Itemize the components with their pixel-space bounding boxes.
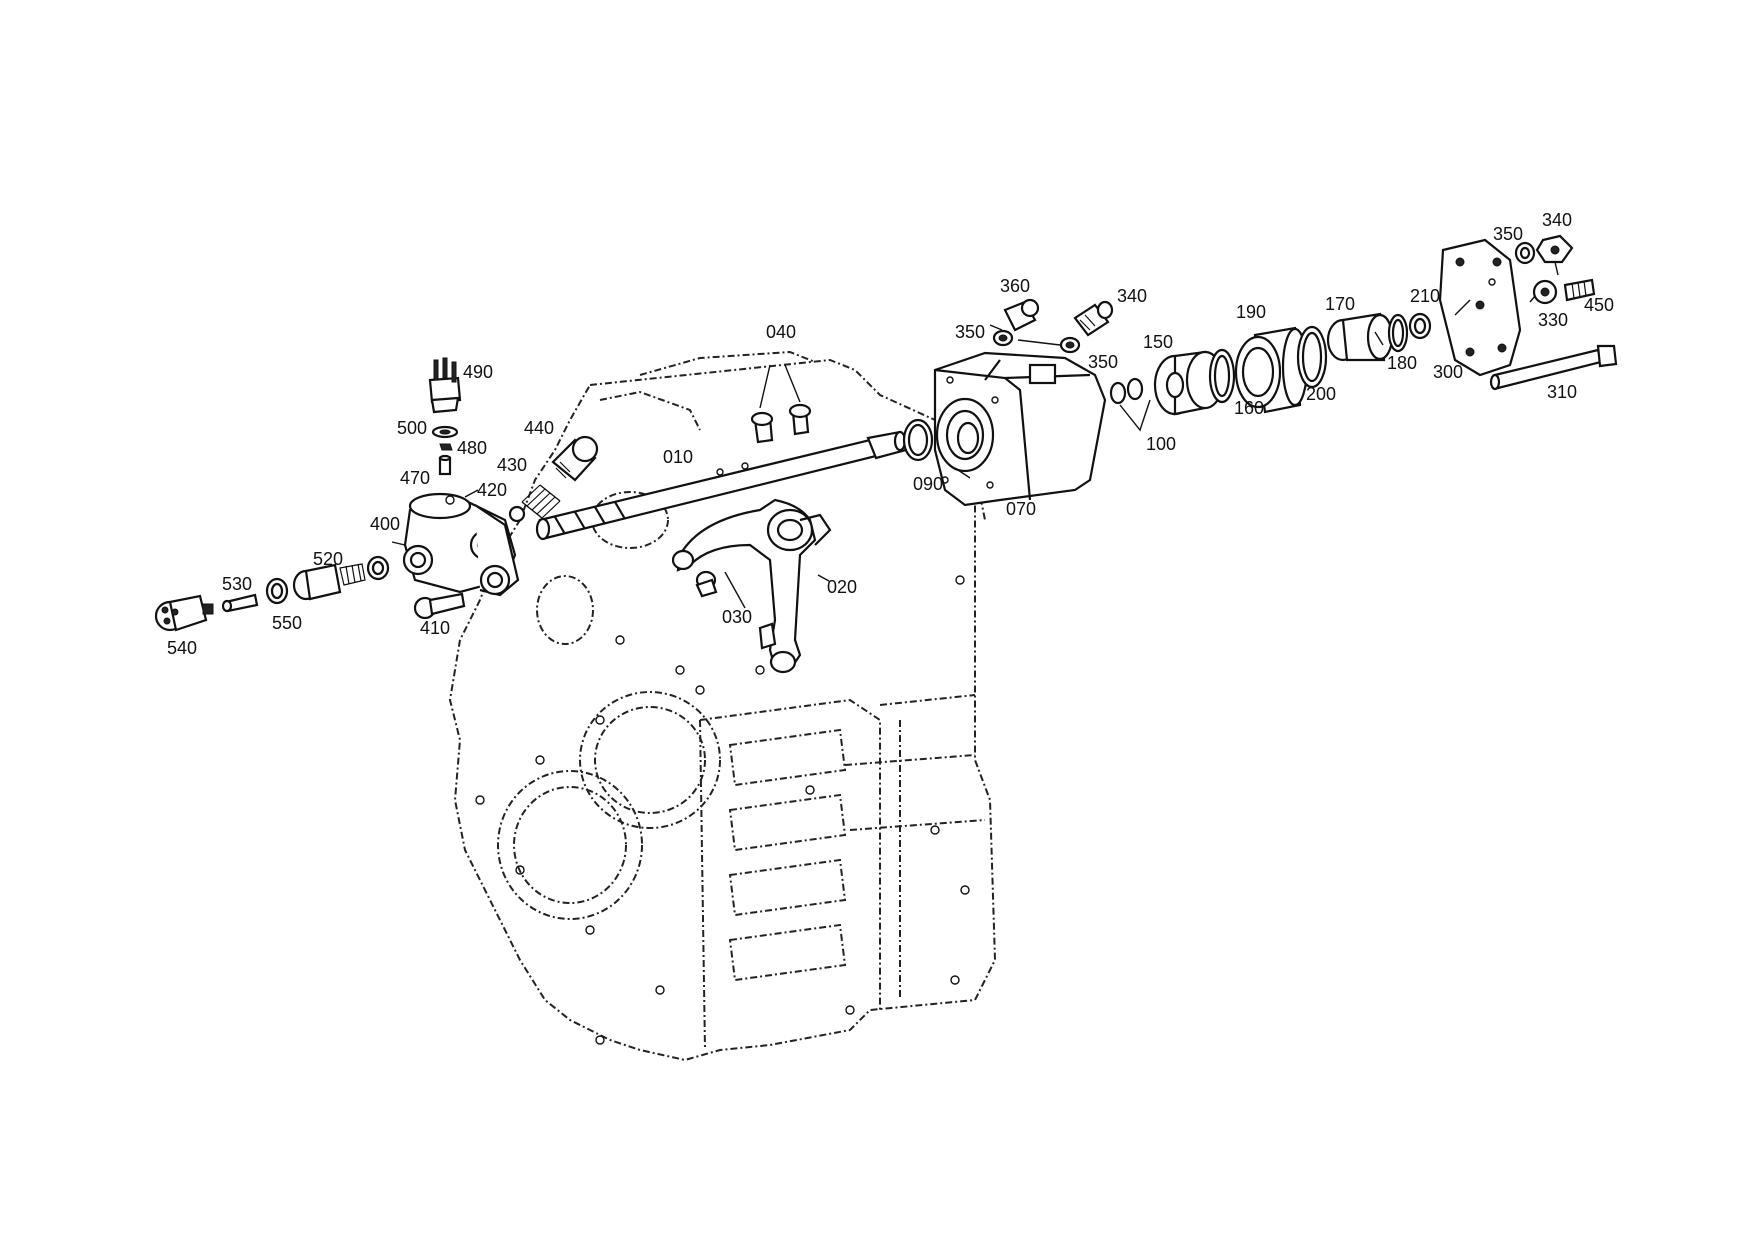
callout-440: 440 — [524, 418, 554, 438]
washer-550 — [265, 577, 289, 605]
callout-420: 420 — [477, 480, 507, 500]
callout-350-right: 350 — [1493, 224, 1523, 244]
fitting-340-left — [1073, 300, 1114, 337]
callout-530: 530 — [222, 574, 252, 594]
callout-450: 450 — [1584, 295, 1614, 315]
callout-340-right: 340 — [1542, 210, 1572, 230]
cover-300 — [1438, 238, 1522, 377]
switch-490 — [428, 357, 462, 414]
shift-fork — [671, 498, 832, 674]
callout-360: 360 — [1000, 276, 1030, 296]
callout-340-left: 340 — [1117, 286, 1147, 306]
pin-530 — [221, 593, 259, 613]
bolts-040 — [750, 364, 812, 444]
cylinder-housing-070 — [933, 351, 1107, 507]
callout-100: 100 — [1146, 434, 1176, 454]
callout-190: 190 — [1236, 302, 1266, 322]
plug-520 — [292, 563, 366, 601]
callout-210: 210 — [1410, 286, 1440, 306]
callout-310: 310 — [1547, 382, 1577, 402]
callout-180: 180 — [1387, 353, 1417, 373]
bolt-410 — [413, 592, 466, 620]
callout-020: 020 — [827, 577, 857, 597]
detent-housing-400 — [402, 492, 520, 597]
callout-490: 490 — [463, 362, 493, 382]
ring-500-hole — [439, 429, 451, 435]
ring-180 — [1387, 313, 1409, 353]
callout-300: 300 — [1433, 362, 1463, 382]
leader-350 — [1017, 339, 1061, 346]
callout-540: 540 — [167, 638, 197, 658]
callout-200: 200 — [1306, 384, 1336, 404]
callout-350-left: 350 — [955, 322, 985, 342]
callout-040: 040 — [766, 322, 796, 342]
o-ring-small — [366, 555, 390, 581]
callout-010: 010 — [663, 447, 693, 467]
callout-500: 500 — [397, 418, 427, 438]
o-ring-090 — [902, 418, 934, 462]
shift-rod — [535, 430, 908, 541]
ring-160 — [1208, 348, 1236, 404]
piston-170 — [1326, 312, 1394, 362]
callout-350-mid: 350 — [1088, 352, 1118, 372]
spring-430 — [521, 484, 561, 519]
ring-200 — [1296, 325, 1328, 389]
callout-070: 070 — [1006, 499, 1036, 519]
callout-550: 550 — [272, 613, 302, 633]
callout-520: 520 — [313, 549, 343, 569]
callout-170: 170 — [1325, 294, 1355, 314]
callout-030: 030 — [722, 607, 752, 627]
callout-090: 090 — [913, 474, 943, 494]
ball-420 — [508, 505, 526, 523]
pin-470 — [438, 454, 452, 476]
washer-350-mid — [1059, 336, 1081, 354]
leader-lines — [391, 261, 1559, 609]
callout-330: 330 — [1538, 310, 1568, 330]
screw-030 — [695, 570, 777, 650]
washer-330 — [1532, 279, 1558, 305]
callout-400: 400 — [370, 514, 400, 534]
callout-150: 150 — [1143, 332, 1173, 352]
callout-470: 470 — [400, 468, 430, 488]
bolt-310 — [1489, 344, 1618, 391]
piston-150 — [1153, 350, 1225, 416]
washer-350-left — [992, 329, 1014, 347]
callout-430: 430 — [497, 455, 527, 475]
sensor-540 — [154, 594, 214, 632]
screw-450 — [1563, 278, 1596, 302]
callout-410: 410 — [420, 618, 450, 638]
callout-labels: 010 020 030 040 070 090 100 150 160 170 … — [167, 210, 1614, 658]
washer-350-right — [1514, 241, 1536, 265]
leader-100 — [1119, 399, 1151, 432]
fitting-360 — [1003, 298, 1040, 332]
ring-210 — [1408, 312, 1432, 340]
callout-480: 480 — [457, 438, 487, 458]
plug-440 — [551, 435, 599, 482]
callout-160: 160 — [1234, 398, 1264, 418]
o-rings-100 — [1109, 377, 1144, 405]
washer-480 — [439, 443, 453, 451]
nut-340-right — [1535, 234, 1574, 264]
